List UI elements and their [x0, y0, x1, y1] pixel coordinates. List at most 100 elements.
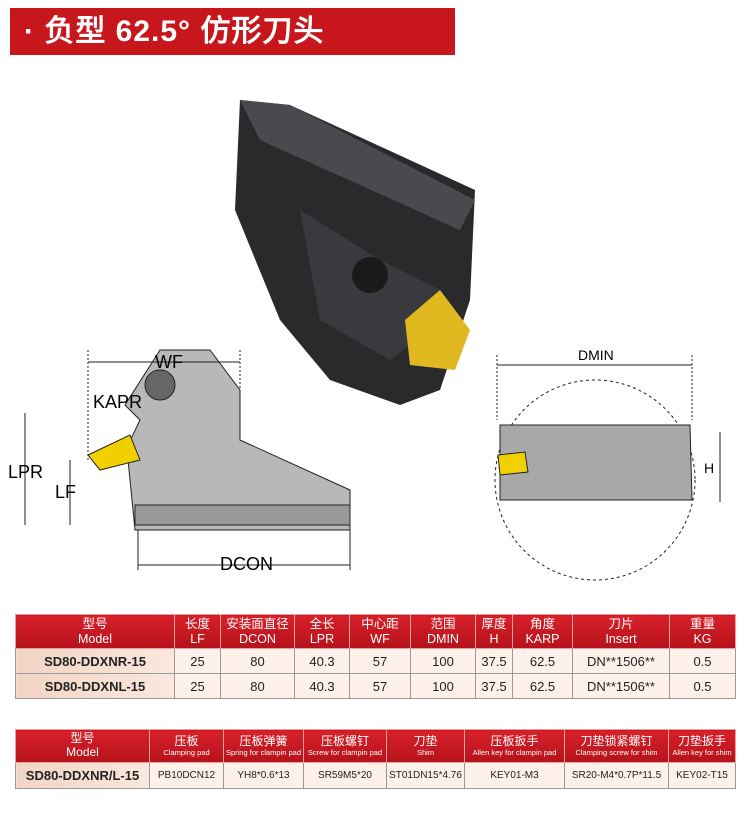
header-cn: 压板: [174, 733, 199, 748]
value-cell: 0.5: [669, 673, 736, 699]
model-cell: SD80-DDXNL-15: [15, 673, 175, 699]
value-cell: KEY01-M3: [464, 762, 565, 789]
header-en: KARP: [525, 631, 560, 646]
header-en: Insert: [605, 631, 637, 646]
side-view: [24, 349, 351, 570]
value-cell: 80: [220, 673, 295, 699]
value-cell: 100: [410, 648, 476, 674]
insert-icon: [87, 434, 141, 471]
header-en: DCON: [239, 631, 276, 646]
insert-image: [405, 290, 470, 370]
value-cell: ST01DN15*4.76: [386, 762, 465, 789]
end-view: [494, 355, 721, 581]
page-title: · 负型 62.5° 仿形刀头: [10, 8, 455, 55]
value-cell: 37.5: [475, 673, 513, 699]
header-cn: 全长: [309, 617, 335, 632]
header-en: WF: [370, 631, 390, 646]
header-en: Model: [66, 745, 99, 759]
value-cell: 0.5: [669, 648, 736, 674]
header-en: LPR: [309, 631, 335, 646]
header-cn: 厚度: [481, 617, 507, 632]
header-cn: 压板扳手: [490, 733, 539, 748]
value-cell: 100: [410, 673, 476, 699]
value-cell: 40.3: [294, 648, 350, 674]
header-en: H: [489, 631, 499, 646]
header-cn: 重量: [689, 617, 715, 632]
lpr-label: LPR: [8, 462, 43, 482]
value-cell: 25: [174, 648, 221, 674]
header-en: Model: [77, 631, 113, 646]
header-cn: 刀垫扳手: [677, 733, 726, 748]
tool-drawing: WF KAPR LPR LF DCON DMIN H: [8, 100, 721, 581]
header-cn: 型号: [70, 731, 95, 746]
header-cn: 压板螺钉: [320, 733, 369, 748]
dmin-label: DMIN: [578, 347, 614, 363]
header-en: Screw for clampin pad: [307, 747, 383, 757]
value-cell: YH8*0.6*13: [223, 762, 304, 789]
value-cell: SR20-M4*0.7P*11.5: [564, 762, 669, 789]
header-cn: 长度: [184, 617, 210, 632]
header-en: LF: [190, 631, 205, 646]
value-cell: DN**1506**: [572, 648, 670, 674]
header-en: Allen key for shim: [672, 747, 732, 757]
header-cn: 刀垫: [413, 733, 438, 748]
value-cell: 37.5: [475, 648, 513, 674]
value-cell: DN**1506**: [572, 673, 670, 699]
value-cell: 62.5: [512, 673, 573, 699]
header-cn: 中心距: [361, 617, 399, 632]
header-cn: 范围: [430, 617, 456, 632]
dcon-label: DCON: [220, 554, 273, 574]
header-cn: 刀垫锁紧螺钉: [580, 733, 653, 748]
product-image: [235, 100, 475, 405]
header-cn: 安装面直径: [226, 617, 289, 632]
h-label: H: [704, 460, 714, 476]
header-en: Spring for clampin pad: [225, 747, 302, 757]
value-cell: 57: [349, 648, 411, 674]
value-cell: 25: [174, 673, 221, 699]
header-cn: 角度: [529, 617, 555, 632]
model-cell: SD80-DDXNR-15: [15, 648, 175, 674]
model-cell: SD80-DDXNR/L-15: [15, 762, 150, 789]
header-en: DMIN: [427, 631, 459, 646]
lf-label: LF: [55, 482, 76, 502]
header-cn: 刀片: [608, 617, 634, 632]
header-cn: 压板弹簧: [239, 733, 288, 748]
header-en: Clamping screw for shim: [575, 747, 658, 757]
header-en: Clamping pad: [163, 747, 210, 757]
kapr-label: KAPR: [93, 392, 142, 412]
header-en: KG: [693, 631, 712, 646]
header-en: Allen key for clampin pad: [472, 747, 557, 757]
value-cell: 57: [349, 673, 411, 699]
value-cell: 40.3: [294, 673, 350, 699]
value-cell: 62.5: [512, 648, 573, 674]
value-cell: KEY02-T15: [668, 762, 736, 789]
wf-label: WF: [155, 352, 183, 372]
header-cn: 型号: [82, 617, 108, 632]
value-cell: SR59M5*20: [303, 762, 387, 789]
value-cell: 80: [220, 648, 295, 674]
value-cell: PB10DCN12: [149, 762, 224, 789]
